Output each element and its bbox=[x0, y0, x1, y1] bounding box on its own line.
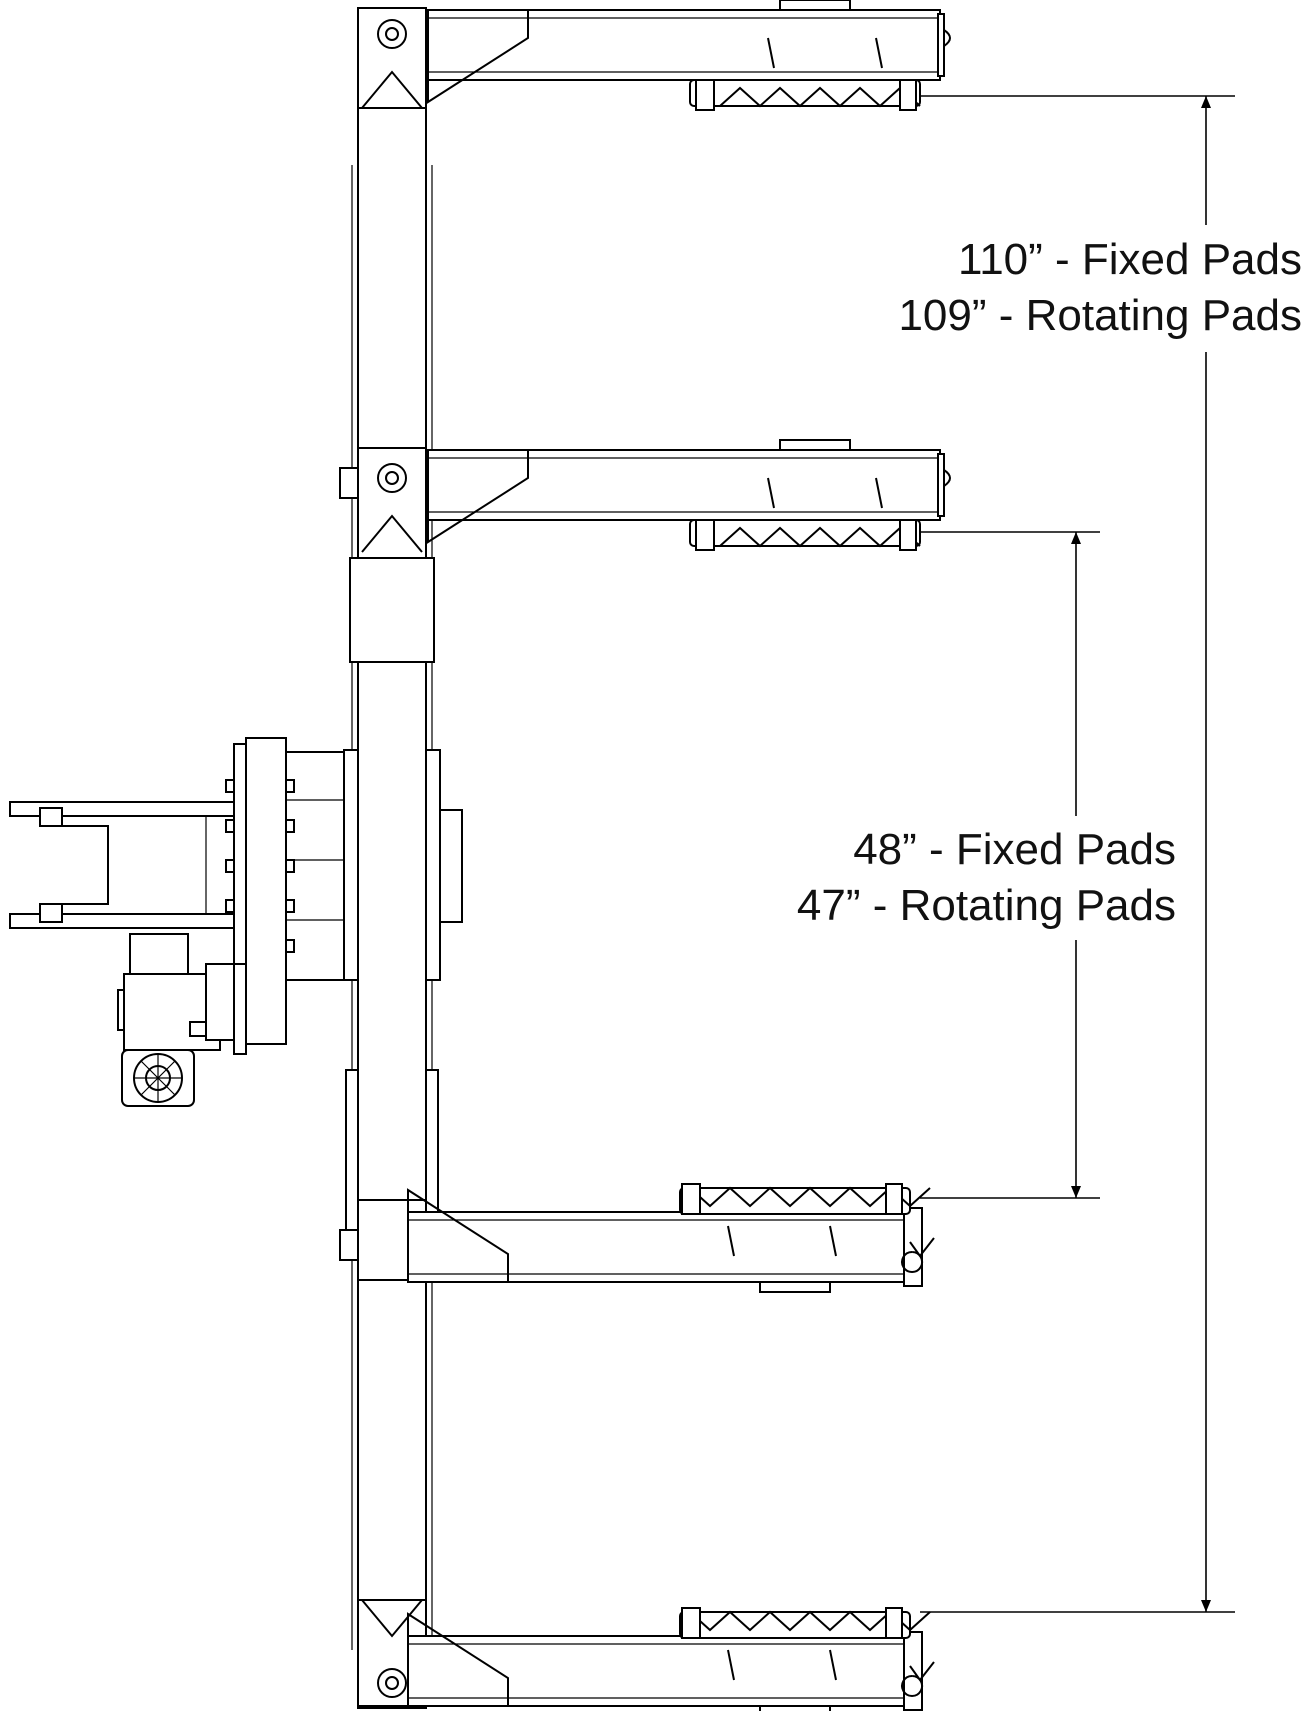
outer-dimension bbox=[920, 95, 1235, 1613]
inner-dimension bbox=[920, 531, 1100, 1199]
top-corner-joint bbox=[357, 7, 427, 109]
main-mast bbox=[343, 7, 463, 1709]
inner-rotating-pads-text: 47” - Rotating Pads bbox=[796, 881, 1176, 930]
lower-middle-arm bbox=[407, 1183, 935, 1293]
outer-rotating-pads-text: 109” - Rotating Pads bbox=[898, 291, 1302, 340]
rotator-assembly bbox=[9, 737, 345, 1107]
inner-fixed-pads-text: 48” - Fixed Pads bbox=[853, 825, 1176, 874]
outer-fixed-pads-text: 110” - Fixed Pads bbox=[957, 235, 1302, 284]
inner-dimension-label: 48” - Fixed Pads 47” - Rotating Pads bbox=[797, 822, 1176, 934]
upper-middle-arm bbox=[427, 439, 951, 551]
top-arm bbox=[427, 0, 951, 111]
bottom-arm bbox=[407, 1607, 935, 1711]
outer-dimension-label: 110” - Fixed Pads 109” - Rotating Pads bbox=[898, 232, 1302, 344]
